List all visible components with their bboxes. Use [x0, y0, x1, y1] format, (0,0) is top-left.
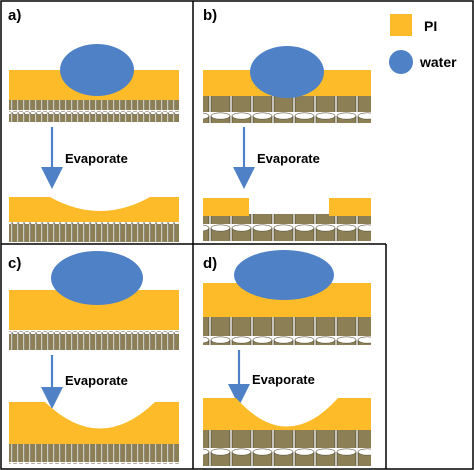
pi-fragment-right-cover: [329, 198, 371, 216]
panel-b-label: b): [203, 7, 217, 24]
pi-fragment-left-cover: [203, 198, 249, 216]
thin-pillar-array: [9, 444, 179, 464]
panel-c-label: c): [8, 255, 21, 272]
panel-b: b) Evaporate: [203, 7, 371, 241]
pi-legend-swatch: [390, 14, 412, 36]
thin-pillar-array: [9, 330, 179, 350]
legend-pi-label: PI: [424, 18, 437, 34]
water-legend-swatch: [389, 50, 413, 74]
thin-pillar-array: [9, 100, 179, 122]
pi-layer-dented: [203, 398, 371, 434]
panel-a-evaporate: Evaporate: [65, 151, 128, 166]
thin-pillar-array: [9, 222, 179, 242]
pi-layer-dented: [9, 197, 179, 222]
panel-d-label: d): [203, 255, 217, 272]
thick-pillar-array: [203, 96, 371, 123]
panel-b-evaporate: Evaporate: [257, 151, 320, 166]
panel-a-label: a): [8, 7, 21, 24]
legend: PI water: [389, 14, 457, 74]
water-droplet: [60, 44, 134, 96]
legend-water-label: water: [419, 54, 457, 70]
panel-c: c) Evaporate: [8, 251, 179, 464]
thick-pillar-array: [203, 430, 371, 466]
water-droplet: [234, 250, 334, 300]
panel-d-evaporate: Evaporate: [252, 372, 315, 387]
water-droplet: [51, 251, 143, 305]
pi-layer-dented: [9, 402, 179, 444]
panel-a: a) Evaporate: [8, 7, 179, 242]
panel-c-evaporate: Evaporate: [65, 373, 128, 388]
thick-pillar-array: [203, 214, 371, 241]
panel-d: d) Evaporate: [203, 250, 371, 466]
thick-pillar-array: [203, 317, 371, 345]
water-droplet: [250, 46, 324, 98]
